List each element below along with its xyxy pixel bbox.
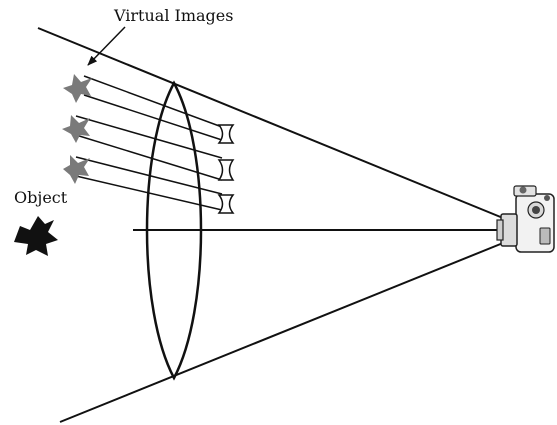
main-lens bbox=[145, 80, 203, 381]
upper-boundary-line bbox=[37, 27, 504, 219]
camera-icon bbox=[496, 185, 555, 253]
virtual-image-2 bbox=[62, 115, 90, 143]
lenslet-array bbox=[217, 124, 235, 214]
object-shape bbox=[14, 216, 58, 256]
virtual-images bbox=[62, 74, 92, 184]
virtual-images-label: Virtual Images bbox=[114, 6, 234, 25]
lower-boundary-line bbox=[59, 242, 504, 423]
rays bbox=[75, 75, 223, 211]
virtual-image-3 bbox=[63, 155, 90, 184]
lenslet-2 bbox=[217, 159, 235, 181]
virtual-images-pointer bbox=[87, 26, 126, 66]
lenslet-3 bbox=[217, 194, 235, 214]
lenslet-1 bbox=[217, 124, 235, 144]
virtual-image-1 bbox=[63, 74, 92, 103]
object-label: Object bbox=[14, 188, 68, 207]
